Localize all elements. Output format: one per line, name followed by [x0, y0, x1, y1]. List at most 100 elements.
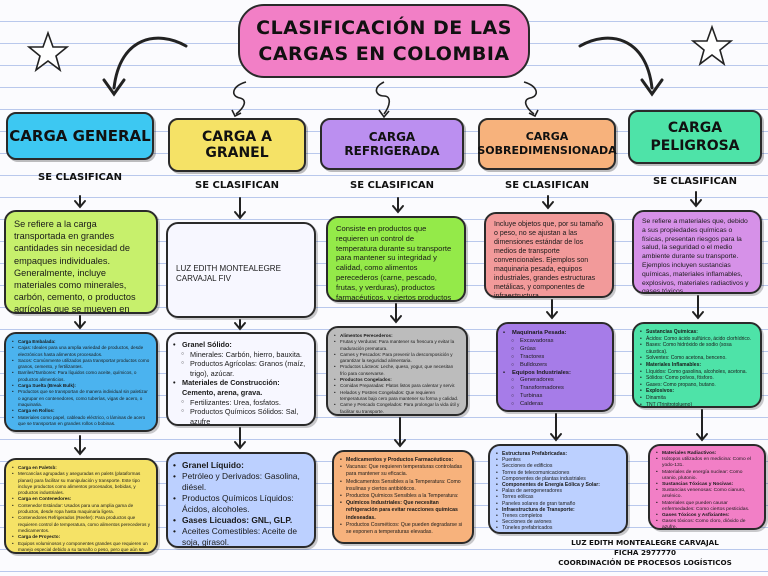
- list-item: Productos que se transportan de manera i…: [12, 389, 150, 408]
- list-item: Turbinas: [511, 393, 604, 401]
- list-item: Materiales Inflamables:: [640, 362, 754, 369]
- list-item: Líquidos: Como gasolina, alcoholes, acet…: [640, 369, 754, 376]
- author-role: COORDINACIÓN DE PROCESOS LOGÍSTICOS: [558, 558, 732, 567]
- list-item: Paneles solares de gran tamaño: [496, 501, 620, 507]
- down-arrow-icon: [74, 435, 86, 456]
- down-arrow-icon: [390, 303, 402, 324]
- list-item: Ácidos: Como ácido sulfúrico, ácido clor…: [640, 336, 754, 343]
- curved-arrow-icon: [102, 36, 188, 97]
- star-icon: [690, 24, 734, 67]
- list-item: Palas de aerogeneradores: [496, 488, 620, 494]
- list-item: Carga de Proyecto:: [12, 534, 150, 541]
- list-item: Isótopos utilizados en medicina: Como el…: [656, 457, 758, 469]
- list-refrigerada-2: Medicamentos y Productos Farmacéuticos:V…: [332, 450, 474, 544]
- list-item: Gases Licuados: GNL, GLP.: [173, 515, 306, 526]
- category-refrigerada: CARGA REFRIGERADA: [320, 118, 464, 170]
- list-item: Productos Lácteos: Leche, queso, yogur, …: [334, 364, 460, 377]
- category-granel: CARGA A GRANEL: [168, 118, 306, 172]
- list-peligrosa-1: Sustancias Químicas:Ácidos: Como ácido s…: [632, 322, 762, 408]
- down-arrow-icon: [546, 299, 558, 320]
- list-item: Sustancias venenosas: Como cianuro, arsé…: [656, 488, 758, 500]
- list-peligrosa-2: Materiales Radiactivos:Isótopos utilizad…: [648, 444, 766, 530]
- list-item: Comidas Preparadas: Platos listos para c…: [334, 383, 460, 390]
- down-arrow-icon: [542, 195, 554, 210]
- list-item: Tractores: [511, 354, 604, 362]
- list-item: Materiales como papel, cableado eléctric…: [12, 415, 150, 428]
- down-arrow-icon: [234, 319, 246, 331]
- author-signature: LUZ EDITH MONTEALEGRE CARVAJAL FICHA 297…: [556, 538, 734, 568]
- down-arrow-icon: [690, 191, 702, 208]
- list-item: Carga en Paletsb:: [12, 465, 150, 472]
- list-item: Dinamita: [640, 395, 754, 402]
- list-item: Materiales que pueden causar enfermedade…: [656, 501, 758, 513]
- list-item: Equipos voluminosos y componentes grande…: [12, 541, 150, 552]
- list-item: Maquinaria Pesada:: [503, 330, 604, 338]
- list-item: Aceites Comestibles: Aceite de soja, gir…: [173, 526, 306, 546]
- list-item: Granel Líquido:: [173, 460, 306, 471]
- list-item: Productos Químicos Líquidos: Ácidos, alc…: [173, 493, 306, 515]
- description-refrigerada: Consiste en productos que requieren un c…: [326, 216, 466, 302]
- list-item: Secciones de edificios: [496, 463, 620, 469]
- subtitle-sobredimensionada: SE CLASIFICAN: [505, 180, 589, 191]
- list-item: Explosivos:: [640, 388, 754, 395]
- subtitle-granel: SE CLASIFICAN: [195, 180, 279, 191]
- list-item: Carga en Rollos:: [12, 408, 150, 415]
- down-arrow-icon: [234, 427, 246, 450]
- list-item: Frutas y Verduras: Para mantener su fres…: [334, 339, 460, 352]
- list-item: Túneles prefabricados: [496, 525, 620, 531]
- down-arrow-icon: [74, 315, 86, 330]
- list-sobredimensionada-2: Estructuras Prefabricadas:PuentesSeccion…: [488, 444, 628, 534]
- list-granel-2: Granel Líquido:Petróleo y Derivados: Gas…: [166, 452, 316, 548]
- list-item: Contenedor Estándar: Usados para una amp…: [12, 503, 150, 516]
- down-arrow-icon: [74, 195, 86, 209]
- list-item: Torres eólicas: [496, 494, 620, 500]
- list-item: Calderas: [511, 401, 604, 409]
- list-item: Materiales Radiactivos:: [656, 451, 758, 457]
- list-item: Materiales de energía nuclear: Como uran…: [656, 470, 758, 482]
- list-item: Productos Químicos Sólidos: Sal, azufre: [181, 407, 306, 424]
- list-item: Alimentos Perecederos:: [334, 333, 460, 340]
- list-item: Componentes de plantas industriales: [496, 476, 620, 482]
- down-arrow-icon: [234, 197, 246, 220]
- list-item: Contenedores Refrigerados (Reefer): Para…: [12, 515, 150, 534]
- list-item: Carga Embalada:: [12, 339, 150, 346]
- list-item: Componentes de Energía Eólica y Solar:: [496, 482, 620, 488]
- list-item: Medicamentos y Productos Farmacéuticos:: [340, 457, 466, 464]
- list-item: Secciones de aviones: [496, 519, 620, 525]
- list-general-1: Carga Embalada:Cajas: Ideales para una a…: [4, 332, 158, 432]
- down-arrow-icon: [696, 409, 708, 442]
- list-item: Carnes y Pescados: Para prevenir la desc…: [334, 352, 460, 365]
- list-item: Puentes: [496, 457, 620, 463]
- list-item: Químicos Industriales: Que necesitan ref…: [340, 500, 466, 522]
- list-item: Gases: Como propano, butano.: [640, 382, 754, 389]
- description-peligrosa: Se refiere a materiales que, debido a su…: [632, 210, 762, 294]
- list-item: Productos Congelados:: [334, 377, 460, 384]
- list-item: Barriles/Tambores: Para líquidos como ac…: [12, 370, 150, 383]
- down-arrow-icon: [392, 197, 404, 214]
- subtitle-general: SE CLASIFICAN: [38, 172, 122, 183]
- swirl-arrow-icon: [231, 81, 247, 118]
- list-item: Productos Agrícolas: Granos (maíz, trigo…: [181, 359, 306, 378]
- down-arrow-icon: [692, 295, 704, 320]
- list-item: Infraestructura de Transporte:: [496, 507, 620, 513]
- swirl-arrow-icon: [523, 81, 539, 118]
- list-item: Carga en Contenedores:: [12, 496, 150, 503]
- list-item: Transformadores: [511, 385, 604, 393]
- list-item: Mercancías agrupadas y aseguradas en pal…: [12, 471, 150, 496]
- list-item: Fertilizantes: Urea, fosfatos.: [181, 398, 306, 408]
- list-granel-1: Granel Sólido:Minerales: Carbón, hierro,…: [166, 332, 316, 426]
- list-item: Productos Químicos Sensibles a la Temper…: [340, 493, 466, 500]
- list-item: Vacunas: Que requieren temperaturas cont…: [340, 464, 466, 478]
- list-item: Carne y Pescado Congelados: Para prolong…: [334, 402, 460, 414]
- list-item: Bulldozers: [511, 362, 604, 370]
- list-item: Cajas: Ideales para una amplia variedad …: [12, 345, 150, 358]
- list-item: Helados y Postres Congelados: Que requie…: [334, 390, 460, 403]
- swirl-arrow-icon: [375, 81, 391, 119]
- list-general-2: Carga en Paletsb:Mercancías agrupadas y …: [4, 458, 158, 554]
- list-item: Excavadoras: [511, 338, 604, 346]
- list-item: Sacos: Comúnmente utilizados para transp…: [12, 358, 150, 371]
- list-refrigerada-1: Alimentos Perecederos:Frutas y Verduras:…: [326, 326, 468, 416]
- list-item: Sustancias Tóxicas y Nocivas:: [656, 482, 758, 488]
- description-general: Se refiere a la carga transportada en gr…: [4, 210, 158, 314]
- list-item: Minerales: Carbón, hierro, bauxita.: [181, 350, 306, 360]
